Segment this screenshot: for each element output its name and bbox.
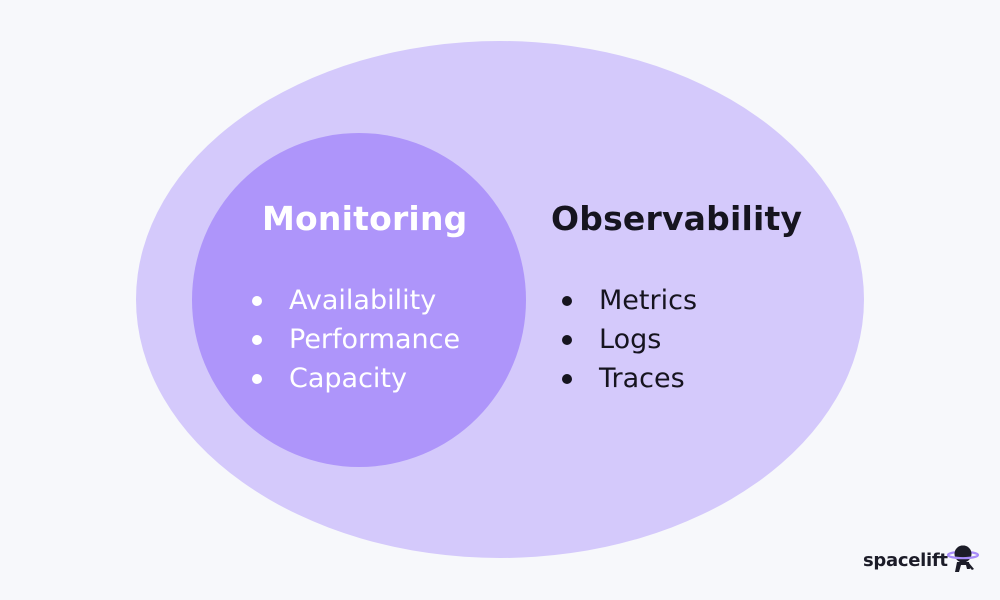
observability-item-label: Logs [599, 324, 662, 355]
bullet-dot-icon [252, 374, 262, 384]
observability-list: Metrics Logs Traces [560, 281, 697, 398]
bullet-dot-icon [252, 335, 262, 345]
observability-list-item: Logs [560, 320, 697, 359]
monitoring-circle [192, 133, 526, 467]
bullet-dot-icon [562, 374, 572, 384]
monitoring-list-item: Capacity [250, 359, 460, 398]
brand-logo: spacelift [863, 540, 982, 580]
observability-title: Observability [551, 199, 803, 238]
observability-list-item: Metrics [560, 281, 697, 320]
monitoring-item-label: Performance [289, 324, 461, 355]
brand-name: spacelift [863, 549, 948, 571]
monitoring-list-item: Availability [250, 281, 460, 320]
monitoring-list-item: Performance [250, 320, 460, 359]
monitoring-item-label: Availability [289, 285, 437, 316]
monitoring-title: Monitoring [262, 199, 468, 238]
monitoring-list: Availability Performance Capacity [250, 281, 460, 398]
bullet-dot-icon [562, 335, 572, 345]
observability-item-label: Metrics [599, 285, 698, 316]
monitoring-item-label: Capacity [289, 363, 407, 394]
observability-item-label: Traces [599, 363, 685, 394]
astronaut-planet-icon [946, 545, 979, 572]
bullet-dot-icon [252, 296, 262, 306]
bullet-dot-icon [562, 296, 572, 306]
observability-list-item: Traces [560, 359, 697, 398]
